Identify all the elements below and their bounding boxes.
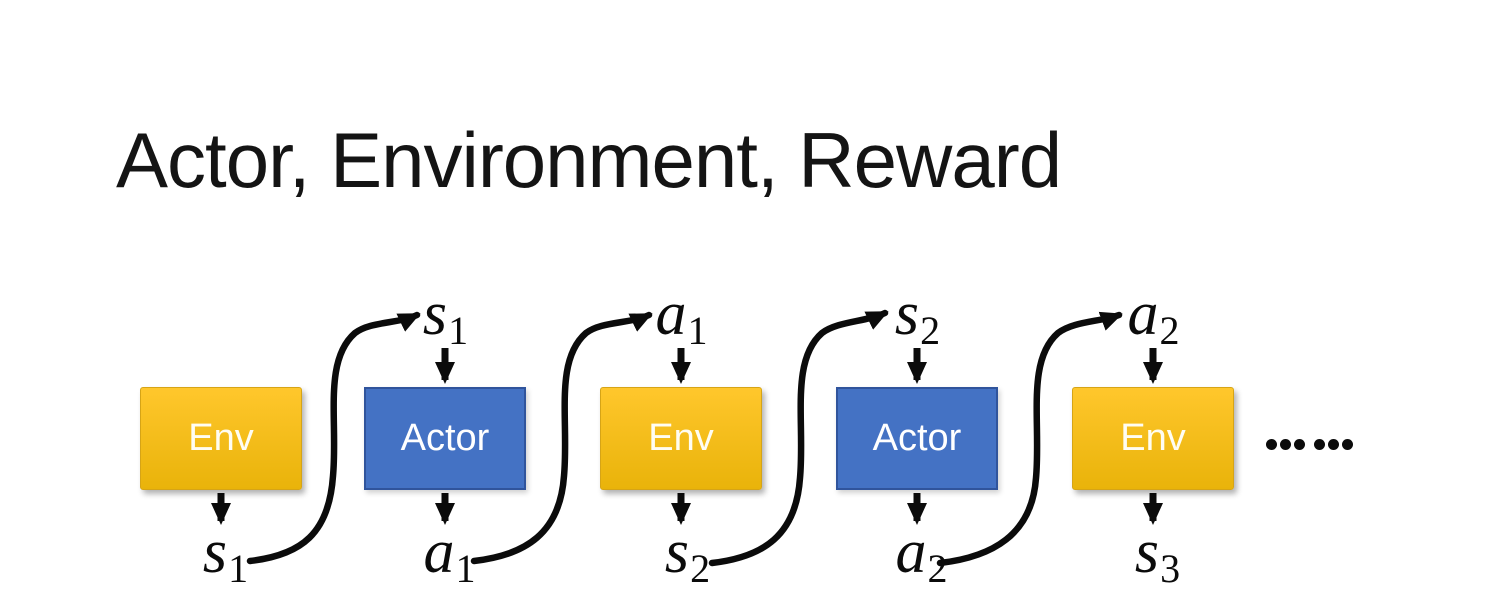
top-label-a1: a1	[621, 280, 741, 351]
flow-arrow-a1	[470, 311, 653, 565]
ellipsis-dot	[1328, 438, 1339, 450]
bottom-label-a2-base: a	[895, 518, 927, 586]
bottom-label-s3-sub: 3	[1160, 546, 1181, 591]
ellipsis-dot	[1342, 438, 1353, 450]
actor-box-2-label: Actor	[872, 417, 962, 459]
bottom-label-a2: a2	[861, 518, 981, 589]
bottom-label-a1-sub: 1	[455, 546, 476, 591]
continuation-ellipsis	[1266, 438, 1356, 450]
flow-arrow-s1	[246, 311, 421, 565]
flow-arrow-a2	[936, 311, 1123, 567]
top-label-a2-base: a	[1127, 280, 1159, 348]
env-box-3: Env	[1072, 387, 1234, 490]
env-box-2: Env	[600, 387, 762, 490]
bottom-label-s1-sub: 1	[228, 546, 249, 591]
top-label-a2: a2	[1093, 280, 1213, 351]
top-label-s2-sub: 2	[920, 308, 941, 353]
top-label-a1-base: a	[655, 280, 687, 348]
bottom-label-s2-base: s	[664, 518, 690, 586]
top-label-a1-sub: 1	[687, 308, 708, 353]
top-label-s1-sub: 1	[448, 308, 469, 353]
bottom-label-a2-sub: 2	[927, 546, 948, 591]
actor-box-1: Actor	[364, 387, 526, 490]
bottom-label-a1: a1	[389, 518, 509, 589]
bottom-label-s2: s2	[627, 518, 747, 589]
bottom-label-s2-sub: 2	[690, 546, 711, 591]
bottom-label-s3: s3	[1097, 518, 1217, 589]
actor-box-1-label: Actor	[400, 417, 490, 459]
ellipsis-dot	[1294, 438, 1305, 450]
bottom-label-a1-base: a	[423, 518, 455, 586]
bottom-label-s1-base: s	[202, 518, 228, 586]
bottom-label-s3-base: s	[1134, 518, 1160, 586]
bottom-label-s1: s1	[165, 518, 285, 589]
env-box-1-label: Env	[188, 417, 254, 459]
top-label-s2-base: s	[894, 280, 920, 348]
env-box-3-label: Env	[1120, 417, 1186, 459]
actor-box-2: Actor	[836, 387, 998, 490]
env-box-1: Env	[140, 387, 302, 490]
top-label-s2: s2	[857, 280, 977, 351]
env-box-2-label: Env	[648, 417, 714, 459]
ellipsis-dot	[1314, 438, 1325, 450]
top-label-a2-sub: 2	[1159, 308, 1180, 353]
ellipsis-dot	[1280, 438, 1291, 450]
slide-title: Actor, Environment, Reward	[116, 116, 1062, 204]
top-label-s1: s1	[385, 280, 505, 351]
ellipsis-dot	[1266, 438, 1277, 450]
top-label-s1-base: s	[422, 280, 448, 348]
flow-arrow-s2	[708, 309, 889, 567]
